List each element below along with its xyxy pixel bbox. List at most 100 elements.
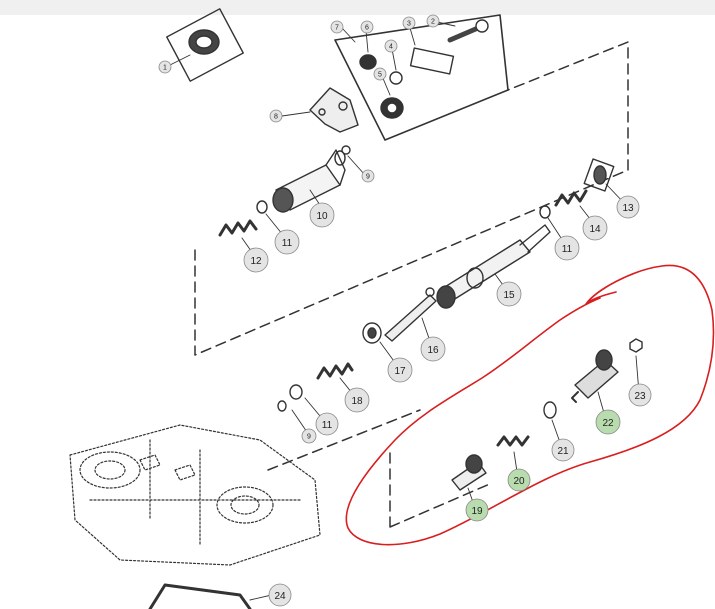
part-washer-9b (277, 400, 287, 412)
callout-label: 9 (307, 434, 311, 441)
callout-c6: 6 (360, 20, 374, 34)
callout-label: 10 (316, 211, 328, 222)
callout-label: 19 (471, 506, 483, 517)
callout-circle (582, 215, 608, 241)
callout-label: 23 (634, 391, 646, 402)
callout-c11b: 11 (554, 235, 580, 261)
callout-circle (243, 247, 269, 273)
top-bar (0, 0, 715, 15)
callout-label: 16 (427, 345, 439, 356)
callout-label: 21 (557, 446, 569, 457)
callout-circle (551, 438, 575, 462)
callout-label: 4 (389, 44, 393, 51)
callout-circle (301, 428, 317, 444)
callout-c7: 7 (330, 20, 344, 34)
callout-label: 3 (407, 21, 411, 28)
callout-layer: 1234567891011111213141516171891119202122… (158, 14, 652, 607)
callout-label: 7 (335, 25, 339, 32)
assembly-frame-lower (267, 409, 493, 528)
callout-c14: 14 (582, 215, 608, 241)
callout-label: 9 (366, 174, 370, 181)
callout-circle (158, 60, 172, 74)
part-spring-14 (554, 189, 588, 207)
callout-label: 17 (394, 366, 406, 377)
callout-label: 18 (351, 396, 363, 407)
part-pin-16 (384, 287, 437, 342)
callout-c8: 8 (269, 109, 283, 123)
callout-c12: 12 (243, 247, 269, 273)
part-sleeve-13 (583, 158, 615, 192)
part-gasket-24 (148, 583, 252, 609)
callout-circle (330, 20, 344, 34)
part-washer-11a (256, 200, 268, 214)
callout-label: 5 (378, 72, 382, 79)
callout-c21: 21 (551, 438, 575, 462)
callout-circle (420, 336, 446, 362)
part-washer-11b (539, 205, 551, 219)
callout-c4: 4 (384, 39, 398, 53)
part-spring-20 (496, 435, 530, 447)
callout-label: 22 (602, 418, 614, 429)
callout-label: 11 (562, 244, 573, 255)
red-markup-outline (345, 264, 715, 546)
part-piston-10 (272, 145, 351, 213)
callout-c9b: 9 (301, 428, 317, 444)
callout-label: 2 (431, 19, 435, 26)
callout-circle (315, 412, 339, 436)
callout-label: 13 (622, 203, 634, 214)
callout-circle (426, 14, 440, 28)
callout-c24: 24 (268, 583, 292, 607)
callout-label: 24 (274, 591, 286, 602)
callout-c3: 3 (402, 16, 416, 30)
callout-label: 11 (322, 420, 333, 431)
part-valve-22 (571, 349, 619, 403)
callout-label: 1 (163, 65, 167, 72)
part-spring-18 (316, 362, 354, 380)
part-cover-plate-7 (334, 14, 509, 141)
callout-label: 15 (503, 290, 515, 301)
callout-circle (616, 195, 640, 219)
callout-circle (554, 235, 580, 261)
assembly-frame-upper (194, 41, 629, 356)
part-bushing-1 (166, 8, 244, 82)
callout-circle (361, 169, 375, 183)
callout-label: 14 (589, 224, 601, 235)
callout-circle (268, 583, 292, 607)
callout-c11a: 11 (274, 229, 300, 255)
callout-circle (507, 468, 531, 492)
callout-label: 6 (365, 25, 369, 32)
callout-circle (384, 39, 398, 53)
part-lever-8 (309, 87, 359, 133)
part-washer-21 (543, 401, 557, 419)
callout-c5: 5 (373, 67, 387, 81)
callout-circle (344, 387, 370, 413)
callout-c10: 10 (309, 202, 335, 228)
callout-circle (465, 498, 489, 522)
callout-c23: 23 (628, 383, 652, 407)
callout-circle (274, 229, 300, 255)
callout-c1: 1 (158, 60, 172, 74)
part-spring-12 (218, 219, 258, 237)
part-valve-housing (69, 424, 321, 566)
callout-circle (402, 16, 416, 30)
callout-circle (360, 20, 374, 34)
callout-circle (628, 383, 652, 407)
callout-label: 20 (513, 476, 525, 487)
callout-c2: 2 (426, 14, 440, 28)
callout-circle (595, 409, 621, 435)
callout-circle (373, 67, 387, 81)
callout-circle (309, 202, 335, 228)
callout-c22: 22 (595, 409, 621, 435)
part-nut-23 (629, 338, 643, 353)
part-washer-11c (289, 384, 303, 400)
callout-label: 11 (282, 238, 293, 249)
callout-circle (269, 109, 283, 123)
callout-label: 12 (250, 256, 262, 267)
leader-lines (169, 21, 640, 601)
callout-circle (496, 281, 522, 307)
callout-c19: 19 (465, 498, 489, 522)
callout-circle (387, 357, 413, 383)
callout-c11c: 11 (315, 412, 339, 436)
callout-c17: 17 (387, 357, 413, 383)
